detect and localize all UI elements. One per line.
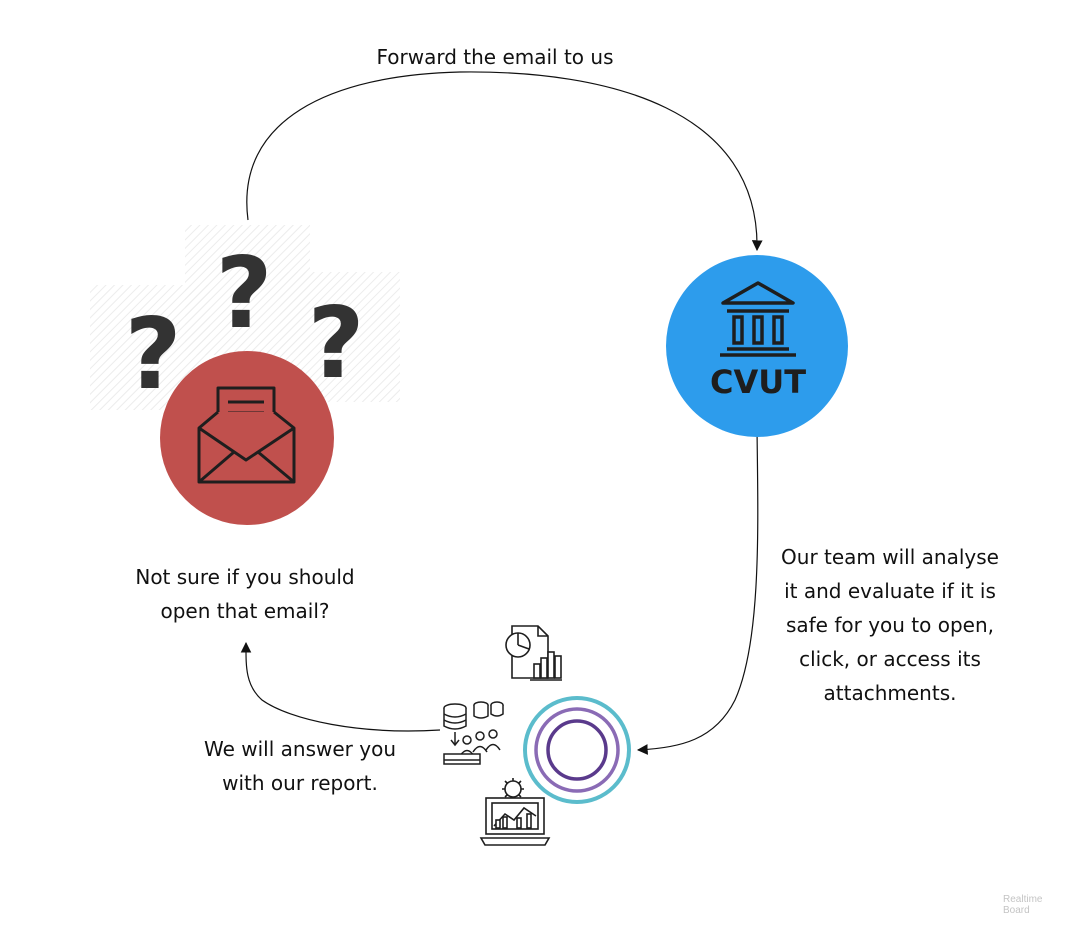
not-sure-line-2: open that email? [160, 599, 330, 623]
analysis-line-5: attachments. [823, 681, 957, 705]
answer-line-1: We will answer you [204, 737, 396, 761]
analysis-cluster [443, 625, 631, 846]
forward-email-text: Forward the email to us [376, 45, 614, 69]
forward-arrow [246, 71, 763, 252]
not-sure-label: Not sure if you should open that email? [95, 560, 395, 628]
target-middle-ring [534, 707, 620, 793]
envelope-icon [197, 386, 296, 484]
analysis-line-2: it and evaluate if it is [784, 579, 996, 603]
analysis-arrow [636, 427, 759, 755]
question-mark-icon-right: ? [308, 287, 365, 401]
analysis-line-3: safe for you to open, [785, 613, 995, 637]
target-outer-ring [523, 696, 631, 804]
not-sure-line-1: Not sure if you should [135, 565, 355, 589]
forward-email-label: Forward the email to us [330, 40, 660, 74]
realtimeboard-watermark: Realtime Board [1003, 894, 1042, 916]
report-arrow [240, 641, 441, 732]
email-node [160, 351, 334, 525]
team-analysis-label: Our team will analyse it and evaluate if… [745, 540, 1035, 710]
watermark-line-2: Board [1003, 905, 1030, 916]
analysis-line-1: Our team will analyse [781, 545, 999, 569]
institution-building-icon [720, 281, 796, 357]
cvut-logo-text: CVUT [710, 363, 806, 401]
analysis-line-4: click, or access its [799, 647, 981, 671]
watermark-line-1: Realtime [1003, 894, 1043, 905]
database-users-icon [443, 701, 504, 765]
report-answer-label: We will answer you with our report. [170, 732, 430, 800]
analytics-laptop-icon [479, 778, 551, 846]
cvut-node: CVUT [666, 255, 848, 437]
question-mark-icon-left: ? [125, 298, 182, 412]
question-marks-group: ? ? ? [90, 225, 400, 412]
answer-line-2: with our report. [222, 771, 378, 795]
report-document-icon [505, 625, 562, 681]
target-inner-ring [546, 719, 608, 781]
question-mark-icon-center: ? [216, 237, 273, 351]
